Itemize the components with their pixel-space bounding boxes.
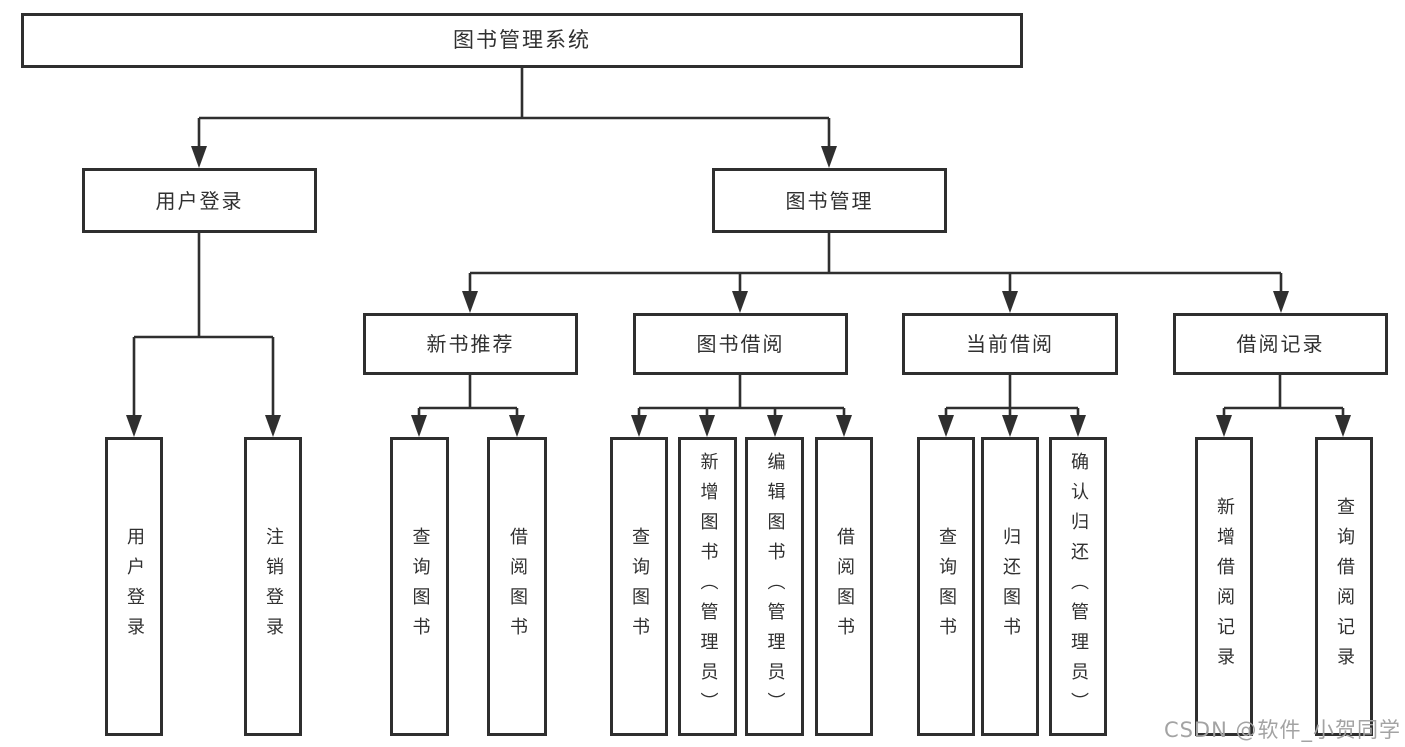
- leaf-label: 查询图书: [409, 526, 431, 647]
- node-book-management: 图书管理: [712, 168, 947, 233]
- leaf-label: 查询图书: [936, 526, 957, 647]
- leaf-label: 新增图书（管理员）: [697, 451, 719, 722]
- leaf-label: 借阅图书: [834, 526, 855, 647]
- leaf-label: 归还图书: [1000, 526, 1021, 647]
- leaf-query-borrow-record: 查询借阅记录: [1315, 437, 1373, 736]
- node-library-management-system: 图书管理系统: [21, 13, 1023, 68]
- leaf-user-login: 用户登录: [105, 437, 163, 736]
- leaf-query-books-recommend: 查询图书: [390, 437, 449, 736]
- node-label: 用户登录: [155, 188, 244, 213]
- leaf-label: 编辑图书（管理员）: [764, 451, 786, 722]
- leaf-borrow-books-borrowing: 借阅图书: [815, 437, 873, 736]
- leaf-label: 借阅图书: [507, 526, 528, 647]
- leaf-confirm-return-admin: 确认归还（管理员）: [1049, 437, 1107, 736]
- leaf-logout-login: 注销登录: [244, 437, 302, 736]
- leaf-label: 新增借阅记录: [1214, 496, 1235, 677]
- node-borrowing-records: 借阅记录: [1173, 313, 1388, 375]
- leaf-add-borrow-record: 新增借阅记录: [1195, 437, 1253, 736]
- leaf-label: 查询借阅记录: [1334, 496, 1355, 677]
- node-label: 图书管理: [785, 188, 874, 213]
- node-current-borrowing: 当前借阅: [902, 313, 1118, 375]
- csdn-watermark: CSDN @软件_小贺同学: [1163, 718, 1401, 742]
- leaf-query-books-borrowing: 查询图书: [610, 437, 668, 736]
- leaf-label: 用户登录: [124, 526, 145, 647]
- leaf-label: 注销登录: [263, 526, 284, 647]
- node-label: 图书借阅: [696, 332, 785, 356]
- leaf-return-books: 归还图书: [981, 437, 1039, 736]
- node-label: 图书管理系统: [453, 28, 591, 52]
- leaf-edit-books-admin: 编辑图书（管理员）: [745, 437, 804, 736]
- node-label: 借阅记录: [1236, 332, 1325, 356]
- leaf-label: 确认归还（管理员）: [1068, 451, 1089, 722]
- node-user-login: 用户登录: [82, 168, 317, 233]
- node-label: 新书推荐: [426, 332, 515, 356]
- node-label: 当前借阅: [966, 332, 1054, 356]
- node-book-borrowing: 图书借阅: [633, 313, 848, 375]
- leaf-add-books-admin: 新增图书（管理员）: [678, 437, 737, 736]
- leaf-query-books-current: 查询图书: [917, 437, 975, 736]
- node-new-book-recommendation: 新书推荐: [363, 313, 578, 375]
- leaf-label: 查询图书: [629, 526, 650, 647]
- leaf-borrow-books-recommend: 借阅图书: [487, 437, 547, 736]
